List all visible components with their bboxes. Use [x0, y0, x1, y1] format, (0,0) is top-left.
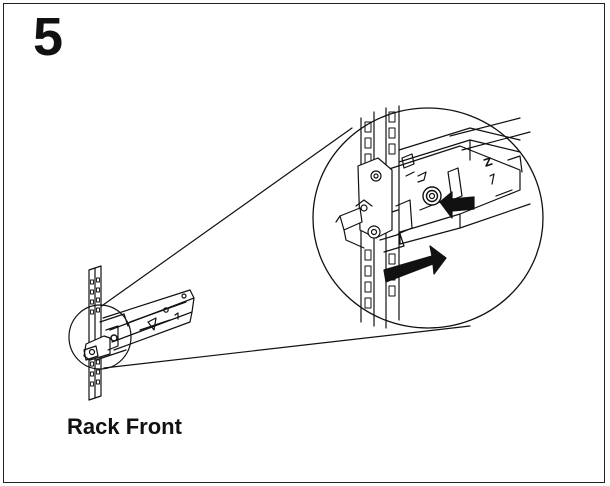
rack-post-holes [90, 277, 100, 387]
push-arrow-icon-large [383, 245, 447, 283]
rail-mechanism [385, 117, 531, 245]
rack-post-small [88, 265, 102, 401]
push-arrow-icon [439, 191, 475, 219]
slide-rail-small [102, 289, 195, 351]
figure-frame [3, 3, 605, 483]
zoom-line-top [95, 127, 353, 311]
step-number: 5 [33, 7, 64, 67]
rack-front-label: Rack Front [67, 414, 182, 439]
front-latch-bracket [335, 157, 413, 253]
detail-circle-small [68, 304, 132, 370]
zoom-line-bottom [103, 325, 471, 369]
